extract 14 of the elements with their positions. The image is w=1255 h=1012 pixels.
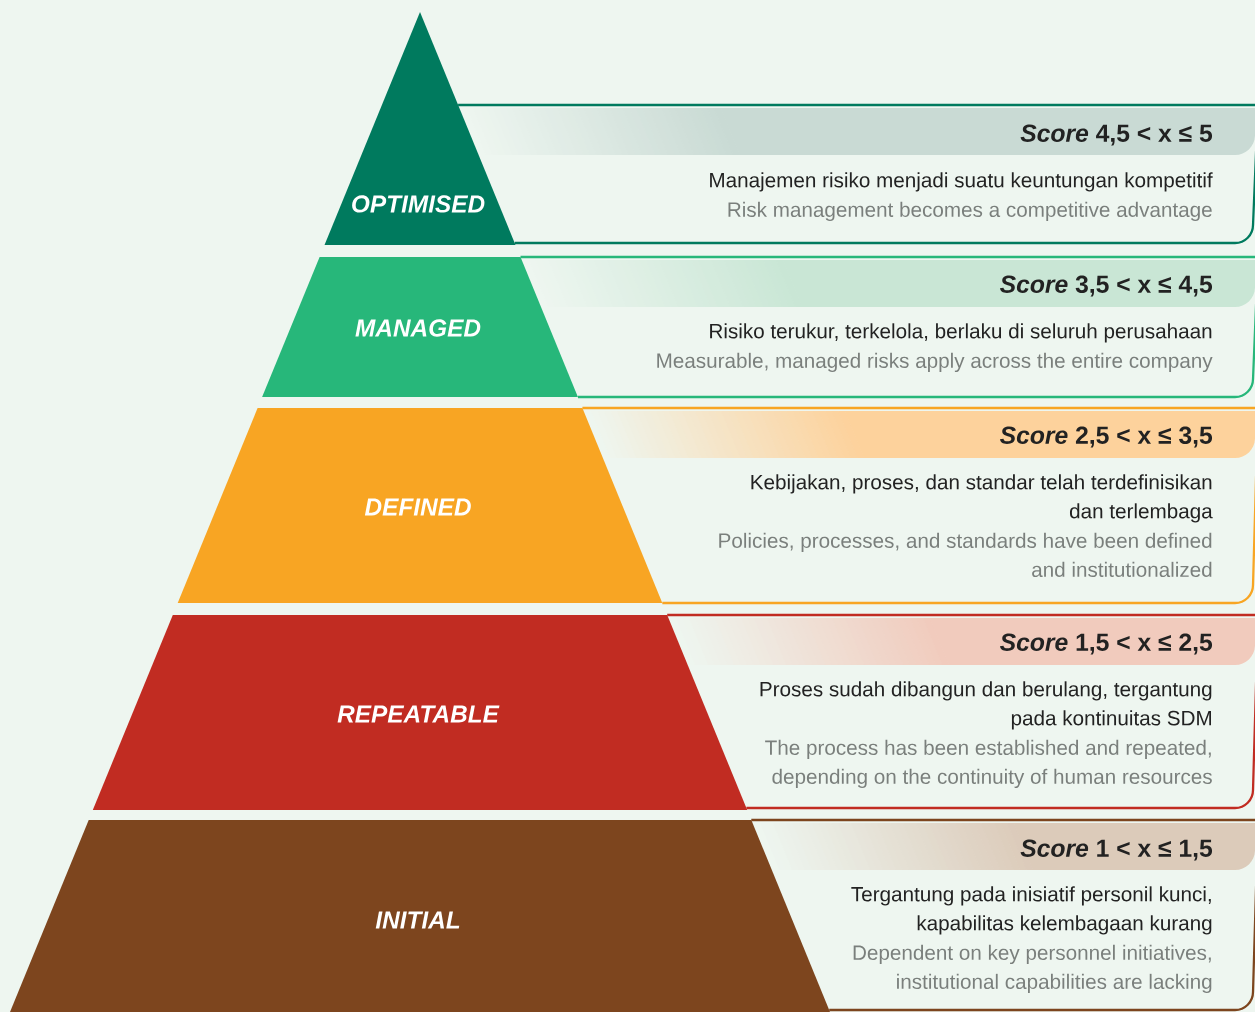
translation-text: Dependent on key personnel initiatives, institutional capabilities are lacking xyxy=(853,944,1212,994)
pyramid-tier: MANAGED xyxy=(262,257,578,397)
pyramid-tier: DEFINED xyxy=(177,408,663,603)
description-text: Proses sudah dibangun dan berulang, tergantung pada kontinuitas SDM xyxy=(760,681,1212,730)
translation-text: Policies, processes, and standards have been defined and institutionalized xyxy=(719,532,1212,577)
description-text: Kebijakan, proses, dan standar telah terdefinisikan dan terlembaga xyxy=(751,474,1213,523)
pyramid-tier: OPTIMISED xyxy=(324,12,516,245)
translation-text: The process has been established and repeated, depending on the continuity of human resources xyxy=(765,739,1212,789)
description-text: Risiko terukur, terkelola, berlaku di seluruh perusahaan xyxy=(710,323,1212,343)
translation-text: Measurable, managed risks apply across the entire company xyxy=(657,352,1213,373)
translation-text: Risk management becomes a competitive advantage xyxy=(728,201,1212,222)
pyramid-tier: REPEATABLE xyxy=(92,615,748,810)
description-text: Manajemen risiko menjadi suatu keuntungan kompetitif xyxy=(710,172,1213,192)
description-text: Tergantung pada inisiatif personil kunci, kapabilitas kelembagaan kurang xyxy=(851,886,1212,935)
